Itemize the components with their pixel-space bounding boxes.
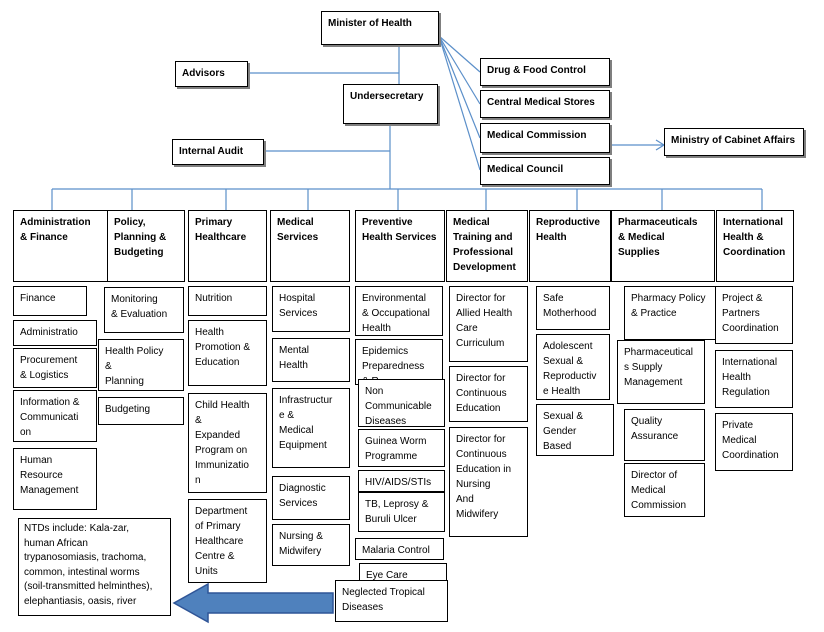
dept-medical-services: Medical Services (270, 210, 350, 282)
unit-allied-health: Director for Allied Health Care Curricul… (449, 286, 528, 362)
unit-director-commission: Director of Medical Commission (624, 463, 705, 517)
unit-child-health: Child Health & Expanded Program on Immun… (188, 393, 267, 493)
unit-information: Information & Communicati on (13, 390, 97, 442)
agency-connector-4 (438, 35, 481, 171)
unit-health-policy: Health Policy & Planning (98, 339, 184, 391)
unit-mental-health: Mental Health (272, 338, 350, 382)
unit-hospital: Hospital Services (272, 286, 350, 332)
unit-sexual-gender: Sexual & Gender Based (536, 404, 614, 456)
advisors-box: Advisors (175, 61, 248, 87)
unit-tb: TB, Leprosy & Buruli Ulcer (358, 492, 445, 532)
unit-intl-regulation: International Health Regulation (715, 350, 793, 408)
unit-partners: Project & Partners Coordination (715, 286, 793, 344)
undersecretary-box: Undersecretary (343, 84, 438, 124)
unit-non-communicable: Non Communicable Diseases (358, 379, 445, 427)
ntd-arrow (172, 582, 334, 624)
dept-international: International Health & Coordination (716, 210, 794, 282)
central-medical-stores-box: Central Medical Stores (480, 90, 610, 118)
unit-pharma-supply: Pharmaceutical s Supply Management (617, 340, 705, 404)
unit-continuous-nursing: Director for Continuous Education in Nur… (449, 427, 528, 537)
dept-preventive: Preventive Health Services (355, 210, 445, 282)
agency-connector-1 (438, 35, 481, 73)
dept-policy: Policy, Planning & Budgeting (107, 210, 185, 282)
agency-connector-2 (438, 35, 481, 105)
dept-reproductive: Reproductive Health (529, 210, 611, 282)
internal-audit-box: Internal Audit (172, 139, 264, 165)
agency-connector-3 (438, 35, 481, 139)
unit-safe-motherhood: Safe Motherhood (536, 286, 610, 330)
unit-monitoring: Monitoring & Evaluation (104, 287, 184, 333)
unit-health-promotion: Health Promotion & Education (188, 320, 267, 386)
unit-administratio: Administratio (13, 320, 97, 346)
medical-council-box: Medical Council (480, 157, 610, 185)
unit-hiv: HIV/AIDS/STIs (358, 470, 445, 492)
unit-infrastructure: Infrastructur e & Medical Equipment (272, 388, 350, 468)
unit-procurement: Procurement & Logistics (13, 348, 97, 388)
unit-neglected-tropical: Neglected Tropical Diseases (335, 580, 448, 622)
ntd-note: NTDs include: Kala-zar, human African tr… (18, 518, 171, 616)
minister-box: Minister of Health (321, 11, 439, 45)
dept-pharmaceuticals: Pharmaceuticals & Medical Supplies (611, 210, 715, 282)
unit-nursing: Nursing & Midwifery (272, 524, 350, 566)
dept-primary-healthcare: Primary Healthcare (188, 210, 267, 282)
unit-diagnostic: Diagnostic Services (272, 476, 350, 520)
unit-quality-assurance: Quality Assurance (624, 409, 705, 461)
unit-dept-primary: Department of Primary Healthcare Centre … (188, 499, 267, 583)
unit-finance: Finance (13, 286, 87, 316)
unit-budgeting: Budgeting (98, 397, 184, 425)
unit-private: Private Medical Coordination (715, 413, 793, 471)
unit-epidemics: Epidemics Preparedness & R (355, 339, 443, 385)
unit-pharmacy-policy: Pharmacy Policy & Practice (624, 286, 716, 340)
unit-environmental: Environmental & Occupational Health (355, 286, 443, 336)
unit-guinea-worm: Guinea Worm Programme (358, 429, 445, 467)
dept-training: Medical Training and Professional Develo… (446, 210, 528, 282)
unit-continuous-education: Director for Continuous Education (449, 366, 528, 422)
dept-administration: Administration & Finance (13, 210, 109, 282)
drug-food-control-box: Drug & Food Control (480, 58, 610, 86)
cabinet-affairs-box: Ministry of Cabinet Affairs (664, 128, 804, 156)
unit-nutrition: Nutrition (188, 286, 267, 316)
unit-human-resource: Human Resource Management (13, 448, 97, 510)
unit-malaria: Malaria Control (355, 538, 444, 560)
medical-commission-box: Medical Commission (480, 123, 610, 153)
unit-adolescent: Adolescent Sexual & Reproductiv e Health (536, 334, 610, 400)
